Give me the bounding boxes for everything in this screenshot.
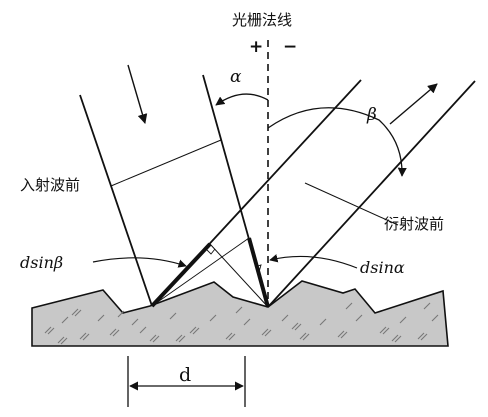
grating-texture-mark [149, 334, 157, 342]
beta-angle-arc [267, 107, 407, 177]
grating-texture-mark [302, 333, 310, 341]
dsinbeta-segment [150, 242, 212, 308]
right-angle-mark-right [254, 264, 262, 273]
grating-texture-mark [169, 312, 177, 320]
grating-texture-mark [109, 328, 117, 336]
positive-sign: + [249, 37, 263, 57]
grating-texture-mark [82, 333, 90, 341]
dsinalpha-segment [247, 237, 270, 308]
grating-texture-mark [417, 332, 425, 340]
dsinalpha-label: dsinα [360, 258, 405, 277]
grating-texture-mark [189, 326, 197, 334]
grating-texture-mark [431, 314, 439, 322]
diffracted-direction-arrow [389, 83, 438, 125]
dsinbeta-leader-arrow [92, 257, 187, 268]
incident-ray-left [79, 94, 153, 307]
perpendicular-to-diffracted [209, 243, 269, 308]
grating-texture-mark [291, 322, 299, 330]
grating-texture-mark [355, 314, 363, 322]
grating-texture-mark [228, 333, 236, 341]
grating-texture-mark [131, 318, 139, 326]
grating-texture-mark [379, 326, 387, 334]
grating-texture-mark [44, 326, 52, 334]
grating-texture-mark [299, 332, 307, 340]
grating-texture-mark [340, 331, 348, 339]
grating-texture-mark [261, 328, 269, 336]
grating-texture-mark [97, 314, 105, 322]
grating-texture-mark [178, 335, 186, 343]
grating-texture-mark [47, 327, 55, 335]
diffracted-ray-right [267, 80, 476, 308]
grating-texture-mark [225, 332, 233, 340]
grating-texture-mark [79, 332, 87, 340]
period-label: d [179, 364, 191, 386]
dsinalpha-leader-arrow [269, 254, 358, 269]
right-angle-mark-left [205, 248, 216, 255]
grating-texture-mark [345, 302, 353, 310]
grating-texture-mark [209, 314, 217, 322]
grating-texture-mark [423, 302, 431, 310]
alpha-label: α [230, 67, 242, 87]
negative-sign: − [283, 37, 297, 57]
grating-texture-mark [281, 314, 289, 322]
grating-texture-mark [235, 306, 243, 314]
grating-texture-mark [57, 336, 65, 344]
grating-texture-mark [294, 323, 302, 331]
grating-texture-mark [74, 309, 82, 317]
grating-texture-mark [399, 316, 407, 324]
grating-texture-mark [243, 318, 251, 326]
beta-label: β [366, 105, 377, 125]
incident-direction-arrow [127, 64, 148, 124]
grating-texture-mark [192, 327, 200, 335]
grating-texture-mark [264, 329, 272, 337]
grating-texture-mark [112, 329, 120, 337]
grating-texture-mark [420, 333, 428, 341]
dsinbeta-label: dsinβ [20, 253, 63, 272]
grating-texture-mark [337, 330, 345, 338]
grating-texture-mark [117, 310, 125, 318]
grating [31, 280, 449, 347]
incident-wavefront-line [110, 139, 222, 187]
grating-texture [44, 302, 439, 345]
diffracted-wavefront-line [304, 182, 399, 226]
grating-texture-mark [382, 327, 390, 335]
grating-texture-mark [394, 335, 402, 343]
grating-texture-mark [71, 308, 79, 316]
diffracted-wavefront-label: 衍射波前 [384, 215, 444, 233]
incident-wavefront-label: 入射波前 [20, 176, 80, 194]
grating-texture-mark [61, 316, 69, 324]
grating-texture-mark [139, 326, 147, 334]
perpendicular-to-incident [151, 237, 250, 307]
grating-normal-label: 光栅法线 [232, 11, 292, 29]
alpha-angle-arc [215, 93, 269, 106]
grating-texture-mark [391, 334, 399, 342]
grating-texture-mark [175, 334, 183, 342]
grating-profile [31, 280, 449, 347]
grating-texture-mark [60, 337, 68, 345]
grating-texture-mark [152, 335, 160, 343]
grating-texture-mark [319, 318, 327, 326]
